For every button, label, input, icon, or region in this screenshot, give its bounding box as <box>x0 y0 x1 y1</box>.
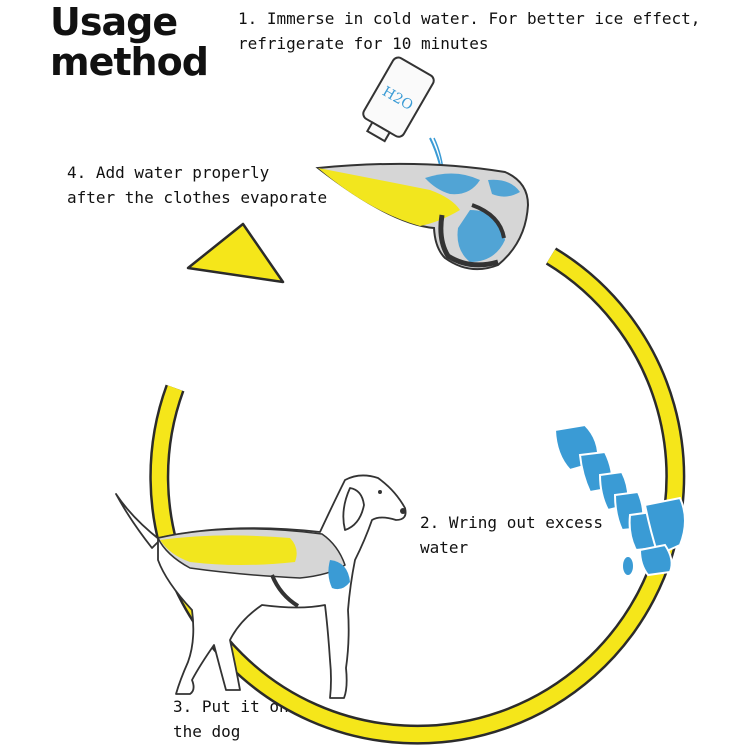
step-1-line-2: refrigerate for 10 minutes <box>238 34 489 53</box>
title-line-2: method <box>50 40 209 84</box>
step-3-line-2: the dog <box>173 722 241 741</box>
water-bottle-icon: H2O <box>362 56 445 186</box>
wrung-cloth-icon <box>553 423 686 577</box>
step-4-text: 4. Add water properly after the clothes … <box>67 160 327 210</box>
step-2-text: 2. Wring out excess water <box>420 510 603 560</box>
step-1-text: 1. Immerse in cold water. For better ice… <box>238 6 700 56</box>
dog-vest <box>156 528 350 608</box>
title-line-1: Usage <box>50 0 178 44</box>
step-2-line-1: 2. Wring out excess <box>420 513 604 532</box>
step-3-line-1: 3. Put it on <box>173 697 289 716</box>
cycle-arrowhead <box>186 222 285 284</box>
step-2-line-2: water <box>420 538 469 557</box>
step-3-text: 3. Put it on the dog <box>173 694 289 744</box>
page-title: Usage method <box>50 0 209 84</box>
vest-icon <box>315 162 530 271</box>
step-4-line-2: after the clothes evaporate <box>67 188 328 207</box>
step-4-line-1: 4. Add water properly <box>67 163 270 182</box>
step-1-line-1: 1. Immerse in cold water. For better ice… <box>238 9 701 28</box>
